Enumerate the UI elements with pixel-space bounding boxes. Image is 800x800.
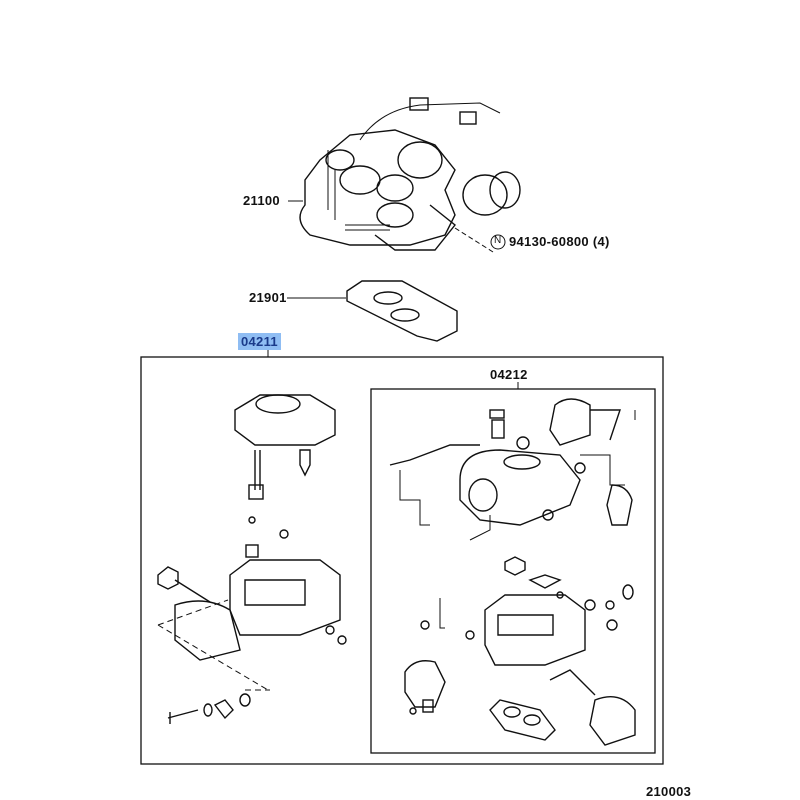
part-number-04212[interactable]: 04212 [490,367,528,382]
nut-marker-circle [490,234,506,250]
overhaul-kit-box [140,356,664,765]
part-number-04211[interactable]: 04211 [238,333,281,350]
part-number-21100[interactable]: 21100 [243,193,280,208]
gasket-drawing[interactable] [346,280,458,342]
leader-nut [454,227,494,253]
carburetor-assembly-drawing[interactable] [299,97,521,251]
part-number-94130-60800[interactable]: 94130-60800 (4) [509,234,610,249]
repair-kit-parts-drawing [389,398,636,746]
overhaul-kit-parts-drawing [157,394,347,724]
part-number-21901[interactable]: 21901 [249,290,287,305]
figure-number: 210003 [646,784,692,799]
nut-marker-label: N [494,235,502,246]
repair-kit-box [370,388,656,754]
